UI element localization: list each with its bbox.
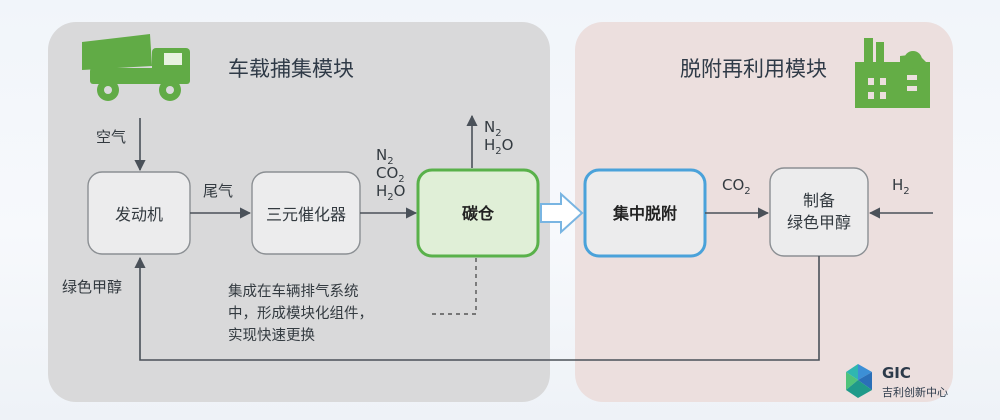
- carbon-tank-box: [416, 168, 540, 258]
- note-connector: [432, 258, 477, 315]
- gas-out-label: N2 H2O: [484, 118, 513, 157]
- svg-text:吉利创新中心: 吉利创新中心: [882, 385, 948, 399]
- methanol-box: [769, 167, 869, 257]
- methanol-label-line2: 绿色甲醇: [787, 213, 851, 232]
- desorption-reuse-title: 脱附再利用模块: [680, 57, 827, 81]
- gic-logo: GIC 吉利创新中心: [846, 364, 948, 399]
- methanol-label-line1: 制备: [803, 191, 835, 210]
- dump-truck-icon: [82, 34, 190, 101]
- svg-text:CO2: CO2: [376, 164, 405, 185]
- exhaust-label: 尾气: [203, 182, 233, 200]
- gas-mix-label: N2 CO2 H2O: [376, 146, 405, 203]
- svg-text:N2: N2: [484, 118, 502, 139]
- svg-text:中，形成模块化组件，: 中，形成模块化组件，: [228, 305, 373, 322]
- methanol-return-arrow: [134, 256, 820, 361]
- h2-label: H2: [892, 176, 910, 197]
- vehicle-capture-title: 车载捕集模块: [228, 57, 354, 81]
- engine-label: 发动机: [115, 205, 163, 224]
- desorption-label: 集中脱附: [612, 204, 677, 223]
- green-methanol-label: 绿色甲醇: [62, 278, 122, 296]
- svg-text:H2O: H2O: [376, 182, 405, 203]
- svg-text:集成在车辆排气系统: 集成在车辆排气系统: [228, 283, 359, 300]
- svg-text:实现快速更换: 实现快速更换: [228, 327, 315, 344]
- co2-label: CO2: [722, 176, 751, 197]
- svg-text:GIC: GIC: [882, 364, 911, 382]
- catalyst-label: 三元催化器: [266, 205, 346, 224]
- factory-icon: [855, 38, 930, 108]
- transfer-arrow-icon: [540, 191, 584, 235]
- carbon-tank-label: 碳仓: [462, 204, 495, 223]
- integration-note: 集成在车辆排气系统 中，形成模块化组件， 实现快速更换: [228, 283, 373, 344]
- air-label: 空气: [96, 128, 126, 146]
- svg-text:N2: N2: [376, 146, 394, 167]
- svg-text:H2O: H2O: [484, 136, 513, 157]
